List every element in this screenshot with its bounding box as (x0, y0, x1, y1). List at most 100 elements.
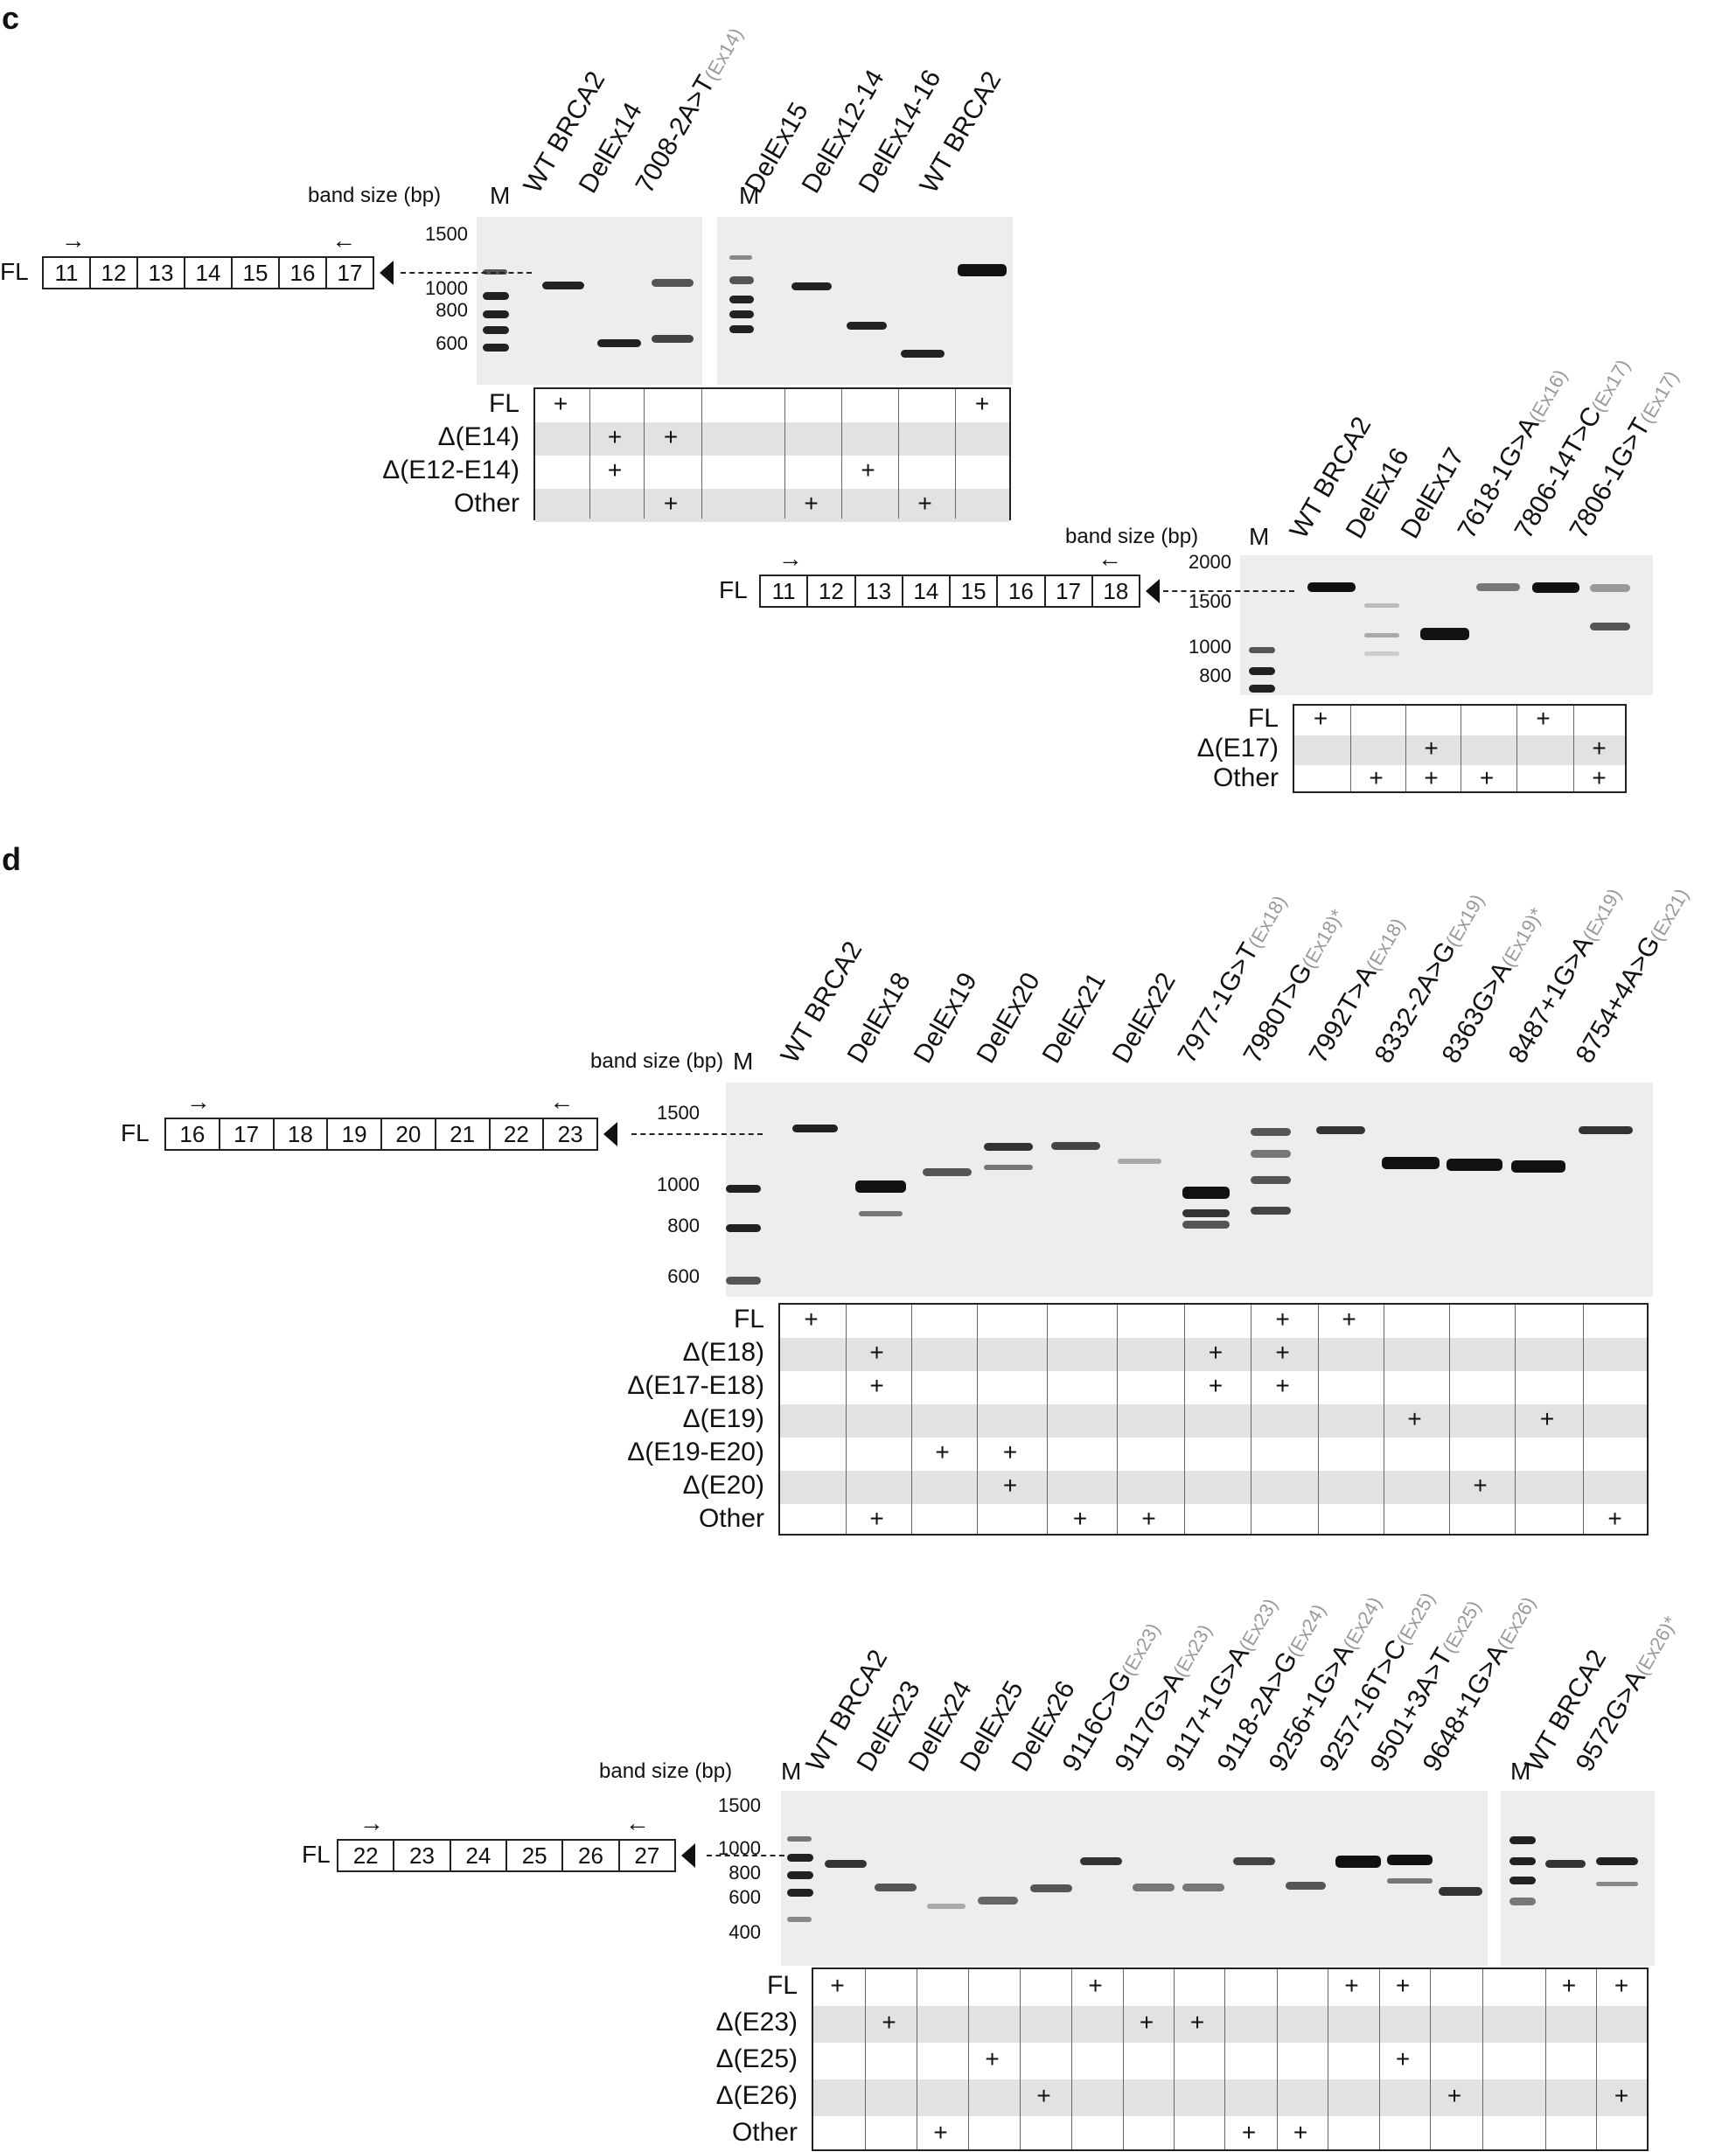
c1-row-label: FL (488, 389, 519, 418)
d1-gel-band (1251, 1128, 1291, 1136)
d2-gel-band (978, 1897, 1018, 1905)
column-divider (1071, 1969, 1072, 2149)
exon-box: 27 (634, 1842, 660, 1869)
d2-row-label: Δ(E25) (715, 2044, 798, 2073)
d2-gel-band (1335, 1856, 1381, 1868)
c1-table (533, 387, 1011, 522)
d1-row-label: Δ(E20) (682, 1471, 764, 1500)
column-divider (977, 1305, 978, 1534)
d1-gel-band (1511, 1160, 1565, 1173)
exon-box: 17 (1046, 576, 1093, 606)
c1-reverse-primer-arrow: ← (331, 226, 357, 254)
d2-gel-band (875, 1884, 917, 1891)
column-divider (1482, 1969, 1483, 2149)
d1-fl-label: FL (121, 1119, 150, 1146)
c1-arrowhead (380, 261, 394, 285)
c1-lane-label: 7008-2A>T(Ex14) (630, 24, 748, 198)
exon-box: 13 (856, 576, 903, 606)
d1-plus-mark: + (1275, 1339, 1290, 1366)
column-divider (1405, 706, 1406, 791)
column-divider (1123, 1969, 1124, 2149)
d1-gel-band (1447, 1159, 1502, 1171)
exon-box: 24 (451, 1841, 507, 1870)
d1-size-tick: 1500 (657, 1102, 700, 1124)
c1-plus-mark: + (607, 456, 623, 484)
d2-table (812, 1967, 1649, 2151)
exon-box: 26 (563, 1841, 620, 1870)
exon-box: 11 (761, 576, 809, 606)
d1-band-size-label: band size (bp) (590, 1049, 724, 1073)
c1-plus-mark: + (553, 390, 568, 417)
d2-plus-mark: + (1395, 1972, 1411, 1999)
d1-gel-band (1251, 1150, 1291, 1158)
column-divider (1430, 1969, 1431, 2149)
c1-plus-mark: + (917, 490, 932, 517)
c1-gel-band (729, 325, 754, 333)
shaded-row (535, 422, 1009, 456)
d2-gel-band (787, 1871, 813, 1879)
d2-gel-band (1509, 1898, 1536, 1905)
c2-band-size-label: band size (bp) (1065, 525, 1199, 548)
column-divider (1515, 1305, 1516, 1534)
c2-plus-mark: + (1592, 735, 1607, 762)
d2-gel-band (1545, 1860, 1586, 1868)
d1-plus-mark: + (1208, 1372, 1224, 1399)
exon-box: 20 (382, 1119, 436, 1149)
d1-size-tick: 800 (667, 1215, 700, 1236)
d2-marker-label: M (781, 1758, 802, 1785)
d2-row-label: Δ(E23) (715, 2008, 798, 2037)
c2-size-tick: 800 (1199, 665, 1231, 686)
d1-gel-band (1118, 1159, 1161, 1164)
exon-box: 17 (337, 260, 363, 286)
d2-plus-mark: + (830, 1972, 845, 1999)
d1-arrowhead (603, 1122, 617, 1146)
d2-gel-band (787, 1917, 812, 1922)
c2-gel-band (1590, 623, 1630, 630)
d1-gel-band (726, 1224, 761, 1232)
shaded-row (780, 1471, 1647, 1504)
exon-box: 23 (394, 1841, 451, 1870)
d2-marker-label-2: M (1510, 1758, 1531, 1785)
c1-row-label: Other (453, 489, 519, 518)
d1-gel-band (726, 1185, 761, 1193)
d1-plus-mark: + (1342, 1306, 1356, 1333)
d1-marker-label: M (733, 1048, 754, 1075)
column-divider (968, 1969, 969, 2149)
d2-plus-mark: + (1561, 1972, 1577, 1999)
c2-row-label: Other (1212, 763, 1279, 792)
d2-gel-band (1509, 1877, 1536, 1884)
d2-gel-band (1596, 1882, 1638, 1886)
c1-plus-mark: + (663, 423, 679, 450)
d2-plus-mark: + (1344, 1972, 1359, 1999)
c2-size-tick: 2000 (1189, 551, 1231, 573)
c1-gel-band (729, 276, 754, 284)
exon-box: 13 (138, 258, 185, 288)
exon-box: 22 (338, 1841, 395, 1870)
exon-box: 22 (491, 1119, 545, 1149)
c1-gel-left (477, 217, 702, 385)
d2-arrowhead (681, 1843, 695, 1868)
c2-gel-band (1249, 667, 1275, 675)
c1-forward-primer-arrow: → (60, 226, 86, 254)
d1-gel-band (1251, 1207, 1291, 1215)
d1-gel-band (1182, 1221, 1230, 1229)
c2-gel-band (1476, 583, 1520, 591)
d2-plus-mark: + (1447, 2082, 1462, 2109)
d1-plus-mark: + (1072, 1505, 1088, 1532)
exon-box: 11 (44, 258, 91, 288)
c1-gel-band (597, 339, 641, 347)
c2-row-label: Δ(E17) (1196, 734, 1279, 763)
c1-gel-band (847, 322, 887, 330)
column-divider (1277, 1969, 1278, 2149)
d2-size-tick: 800 (729, 1862, 761, 1884)
exon-box: 16 (998, 576, 1046, 606)
d2-forward-primer-arrow: → (359, 1809, 384, 1836)
column-divider (1573, 706, 1574, 791)
d2-row-label: Δ(E26) (715, 2081, 798, 2110)
c2-gel-band (1364, 603, 1399, 608)
c1-row-label: Δ(E12-E14) (382, 456, 519, 484)
d2-row-label: Other (731, 2118, 798, 2147)
panel-c-label: c (2, 0, 20, 36)
column-divider (784, 389, 785, 519)
